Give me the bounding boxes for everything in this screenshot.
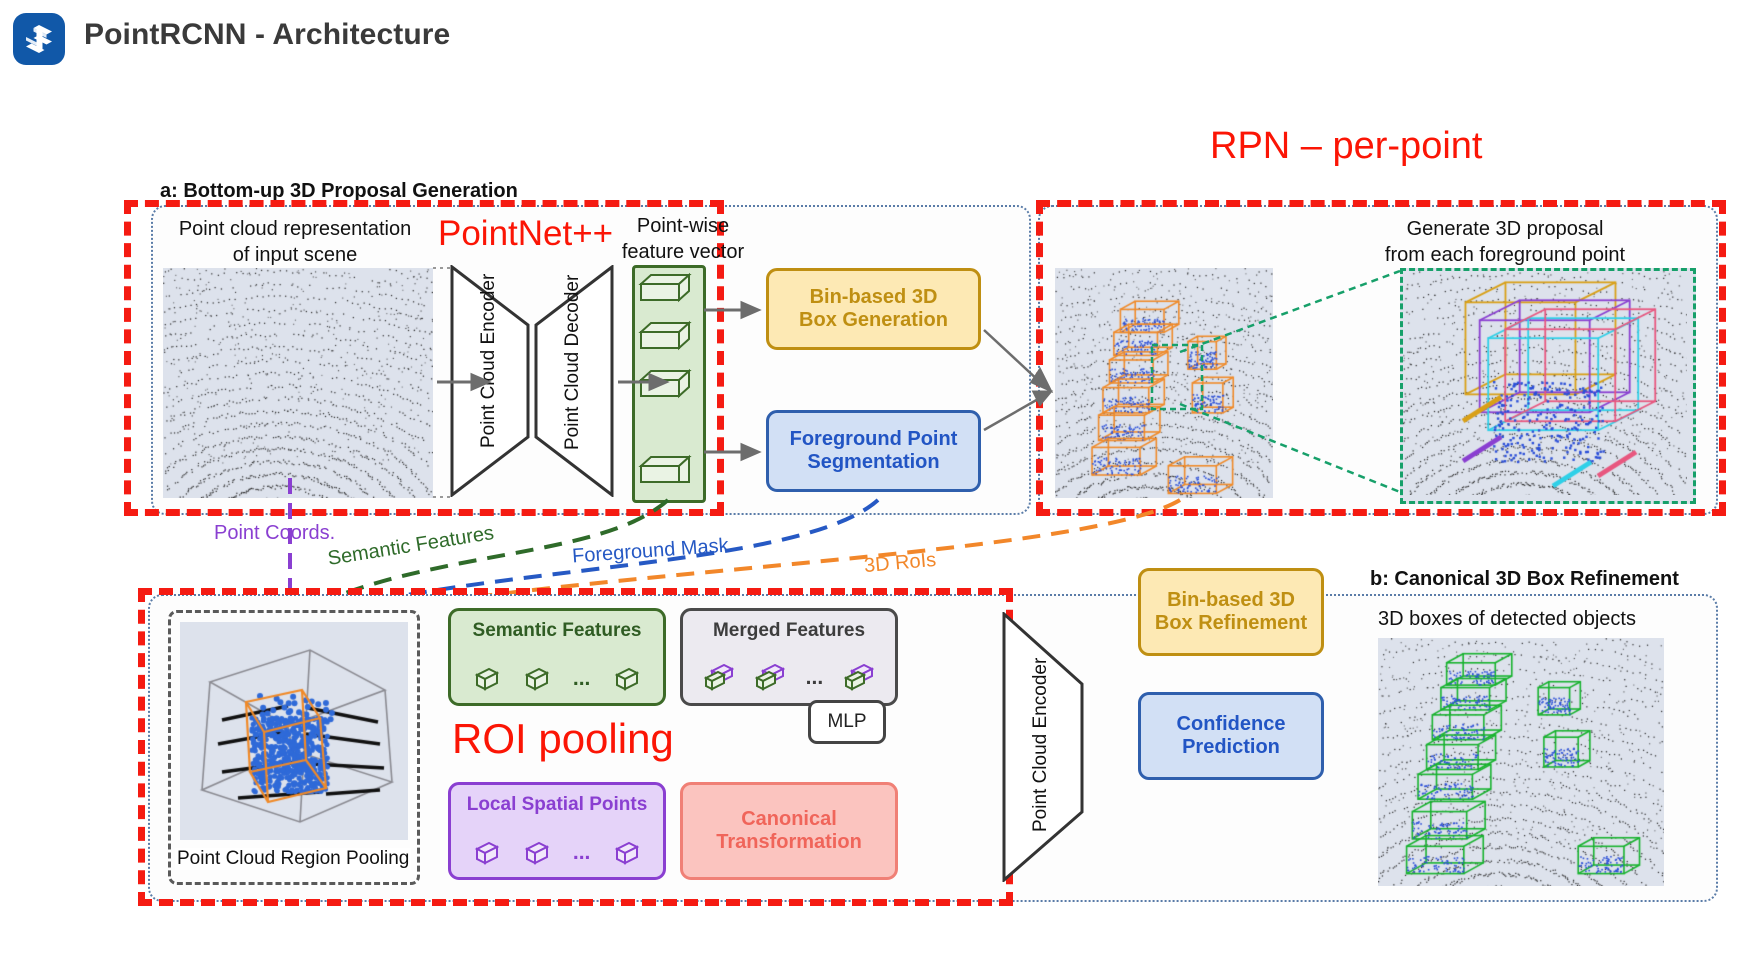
stage-a-caption: a: Bottom-up 3D Proposal Generation	[160, 180, 518, 202]
detected-boxes-image	[1378, 638, 1664, 886]
foreground-point-segmentation[interactable]: Foreground Point Segmentation	[766, 410, 981, 492]
proposal-caption-line2: from each foreground point	[1384, 244, 1626, 266]
connector-label-foreground-mask: Foreground Mask	[571, 534, 730, 568]
page-title: PointRCNN - Architecture	[84, 18, 451, 51]
point-wise-feature-vector	[632, 265, 706, 503]
connector-label-semantic-features: Semantic Features	[326, 522, 496, 571]
mlp-box[interactable]: MLP	[808, 700, 886, 744]
local-ellipsis: ...	[572, 840, 591, 864]
output-caption: 3D boxes of detected objects	[1378, 608, 1636, 630]
proposals-point-cloud-image	[1055, 268, 1273, 498]
proposal-caption-line1: Generate 3D proposal	[1406, 218, 1604, 240]
segmentation-line1: Foreground Point	[789, 427, 958, 450]
semantic-features-box[interactable]: Semantic Features ...	[448, 608, 666, 706]
canonical-transformation-box[interactable]: Canonical Transformation	[680, 782, 898, 880]
box-generation-line2: Box Generation	[799, 309, 948, 331]
confidence-line1: Confidence	[1176, 712, 1286, 735]
bin-based-box-generation[interactable]: Bin-based 3D Box Generation	[766, 268, 981, 350]
semantic-ellipsis: ...	[572, 666, 591, 690]
page-header: PointRCNN - Architecture	[0, 0, 1744, 86]
encoder-label-b: Point Cloud Encoder	[1030, 657, 1051, 832]
featvec-caption-line2: feature vector	[621, 241, 745, 263]
region-pooling-label: Point Cloud Region Pooling	[175, 848, 412, 870]
input-caption-line2: of input scene	[232, 244, 358, 266]
box-generation-line1: Bin-based 3D	[809, 285, 938, 308]
semantic-features-label: Semantic Features	[472, 620, 642, 641]
zoomed-proposals-image	[1400, 268, 1696, 504]
pointnet-annotation-label: PointNet++	[438, 214, 614, 253]
input-point-cloud-image	[163, 268, 433, 498]
connector-label-3d-rois: 3D RoIs	[863, 548, 938, 578]
featvec-caption-line1: Point-wise	[636, 215, 730, 237]
merged-features-label: Merged Features	[712, 620, 866, 641]
local-spatial-points-box[interactable]: Local Spatial Points ...	[448, 782, 666, 880]
box-refinement-line2: Box Refinement	[1154, 612, 1308, 634]
connector-label-point-coords: Point Coords.	[214, 522, 336, 544]
roi-pooling-annotation-label: ROI pooling	[452, 715, 674, 762]
local-spatial-points-label: Local Spatial Points	[466, 794, 648, 815]
canonical-line2: Transformation	[716, 831, 862, 853]
point-cloud-encoder-shape-b	[1002, 612, 1084, 882]
confidence-line2: Prediction	[1182, 736, 1280, 758]
region-pooling-image	[180, 622, 408, 840]
stage-b-caption: b: Canonical 3D Box Refinement	[1370, 568, 1679, 590]
input-caption-line1: Point cloud representation	[178, 218, 412, 240]
point-cloud-region-pooling-box	[168, 610, 420, 885]
merged-ellipsis: ...	[805, 665, 824, 689]
point-cloud-decoder-shape	[534, 265, 614, 497]
encoder-label-a: Point Cloud Encoder	[478, 273, 499, 448]
box-refinement-line1: Bin-based 3D	[1167, 588, 1295, 611]
stacked-s-logo-icon	[13, 13, 65, 65]
rpn-annotation-label: RPN – per-point	[1210, 125, 1483, 167]
merged-features-box[interactable]: Merged Features ...	[680, 608, 898, 706]
decoder-label-a: Point Cloud Decoder	[562, 274, 583, 450]
canonical-line1: Canonical	[741, 807, 837, 830]
confidence-prediction-box[interactable]: Confidence Prediction	[1138, 692, 1324, 780]
segmentation-line2: Segmentation	[807, 451, 940, 473]
bin-based-box-refinement[interactable]: Bin-based 3D Box Refinement	[1138, 568, 1324, 656]
mlp-label: MLP	[827, 711, 867, 732]
